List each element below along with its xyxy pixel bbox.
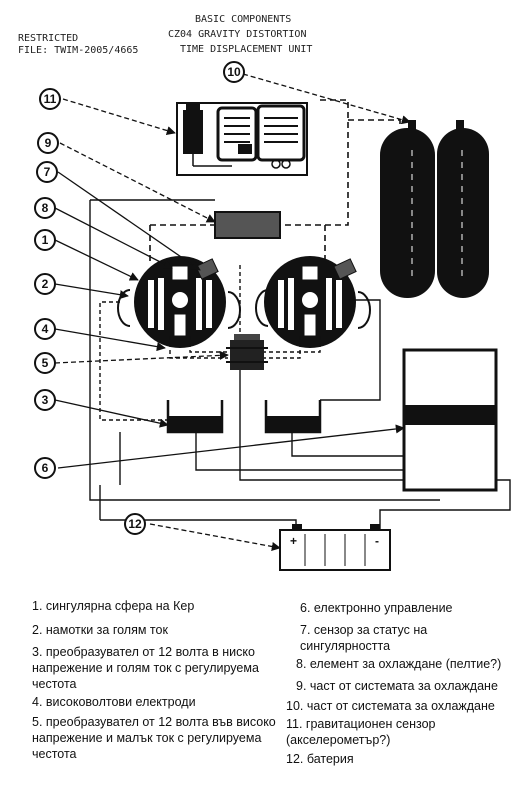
callout-circle bbox=[34, 457, 56, 479]
callout-4: 4 bbox=[34, 318, 56, 340]
legend-item-10: 10. част от системата за охлаждане bbox=[286, 699, 495, 713]
callout-label: 6 bbox=[42, 461, 49, 475]
callout-label: 8 bbox=[42, 201, 49, 215]
cooling-circuit bbox=[149, 99, 401, 265]
callout-circle bbox=[34, 352, 56, 374]
callout-3: 3 bbox=[34, 389, 56, 411]
header-line-1: BASIC COMPONENTS bbox=[195, 14, 291, 25]
lv-converters bbox=[166, 400, 322, 434]
callout-circle bbox=[124, 513, 146, 535]
callout-2: 2 bbox=[34, 273, 56, 295]
callout-label: 5 bbox=[42, 356, 49, 370]
callout-label: 9 bbox=[45, 136, 52, 150]
singularity-sphere-left bbox=[117, 256, 241, 348]
legend-item-12: 12. батерия bbox=[286, 752, 354, 766]
electronic-control bbox=[402, 348, 498, 492]
legend-item-5: 5. преобразувател от 12 волта във високо… bbox=[32, 715, 276, 761]
gravity-sensor bbox=[176, 102, 308, 176]
legend-item-9: 9. част от системата за охлаждане bbox=[296, 679, 498, 693]
callout-5: 5 bbox=[34, 352, 56, 374]
legend-item-1: 1. сингулярна сфера на Кер bbox=[32, 599, 195, 613]
callout-1: 1 bbox=[34, 229, 56, 251]
callout-circle bbox=[34, 229, 56, 251]
battery: + - bbox=[279, 524, 391, 571]
legend-item-11: 11. гравитационен сензор (акселерометър?… bbox=[286, 717, 436, 747]
callout-9: 9 bbox=[37, 132, 59, 154]
header-line-2: CZ04 GRAVITY DISTORTION bbox=[168, 29, 306, 40]
callout-label: 4 bbox=[42, 322, 49, 336]
callout-circle bbox=[36, 161, 58, 183]
singularity-sphere-right bbox=[255, 256, 371, 348]
legend-item-2: 2. намотки за голям ток bbox=[32, 623, 168, 637]
legend-item-4: 4. високоволтови електроди bbox=[32, 695, 196, 709]
callout-circle bbox=[39, 88, 61, 110]
callout-label: 10 bbox=[227, 65, 241, 79]
callout-7: 7 bbox=[36, 161, 58, 183]
callout-label: 12 bbox=[128, 517, 142, 531]
callout-label: 7 bbox=[44, 165, 51, 179]
callout-circle bbox=[34, 273, 56, 295]
callout-8: 8 bbox=[34, 197, 56, 219]
callout-label: 2 bbox=[42, 277, 49, 291]
callout-label: 3 bbox=[42, 393, 49, 407]
schematic-diagram: BASIC COMPONENTS CZ04 GRAVITY DISTORTION… bbox=[18, 14, 511, 571]
callout-circle bbox=[34, 197, 56, 219]
callout-12: 12 bbox=[124, 513, 146, 535]
battery-minus: - bbox=[375, 534, 379, 548]
leader-lines bbox=[54, 73, 411, 551]
battery-plus: + bbox=[290, 534, 297, 548]
callout-label: 1 bbox=[42, 233, 49, 247]
file-reference: FILE: TWIM-2005/4665 bbox=[18, 45, 138, 56]
callout-label: 11 bbox=[44, 92, 57, 106]
callout-6: 6 bbox=[34, 457, 56, 479]
hv-converter bbox=[226, 334, 268, 370]
callout-11: 11 bbox=[39, 88, 61, 110]
cooling-cylinders bbox=[380, 120, 489, 298]
callout-circle bbox=[34, 318, 56, 340]
callout-circle bbox=[37, 132, 59, 154]
header-line-3: TIME DISPLACEMENT UNIT bbox=[180, 44, 312, 55]
callout-circle bbox=[34, 389, 56, 411]
legend-item-6: 6. електронно управление bbox=[300, 601, 453, 615]
legend-item-3: 3. преобразувател от 12 волта в ниско на… bbox=[32, 645, 259, 691]
cooling-bar bbox=[214, 211, 281, 239]
legend-item-8: 8. елемент за охлаждане (пелтие?) bbox=[296, 657, 502, 671]
legend-item-7: 7. сензор за статус на сингулярността bbox=[300, 623, 428, 653]
callout-10: 10 bbox=[223, 61, 245, 83]
wiring bbox=[89, 199, 511, 532]
restricted-stamp: RESTRICTED bbox=[18, 33, 78, 44]
callout-circle bbox=[223, 61, 245, 83]
